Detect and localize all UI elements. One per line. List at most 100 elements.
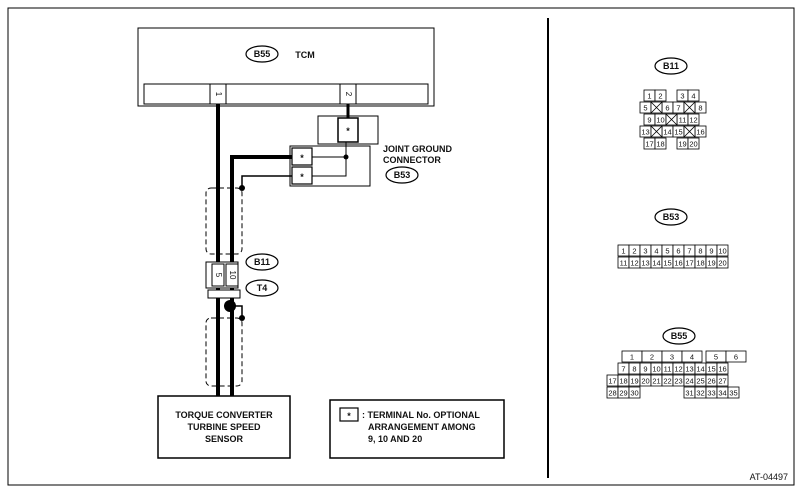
- b55-pin-32-number: 32: [696, 389, 704, 398]
- b11-pin-4-number: 4: [691, 92, 695, 101]
- b55-pin-12-number: 12: [674, 365, 682, 374]
- diagram-frame: [7, 7, 795, 486]
- b55-pin-3-number: 3: [670, 353, 674, 362]
- b11-blank-blank-mark: [665, 113, 678, 126]
- tcm-pin-1: 1: [214, 92, 223, 97]
- shield-upper: [205, 187, 243, 255]
- b55-view-title-oval: [662, 327, 696, 345]
- b53-pin-20-cell: [716, 256, 729, 269]
- terminal-note: * : TERMINAL No. OPTIONAL ARRANGEMENT AM…: [329, 399, 505, 459]
- b55-pin-23-number: 23: [674, 377, 682, 386]
- b55-pin-34-number: 34: [718, 389, 726, 398]
- b53-pin-15-number: 15: [663, 259, 671, 268]
- tcm-badge: B55: [254, 49, 271, 59]
- t4-badge: T4: [257, 283, 268, 293]
- b11-pin-9-number: 9: [647, 116, 651, 125]
- note-line-1: : TERMINAL No. OPTIONAL: [362, 410, 480, 420]
- b53-pin-17-number: 17: [685, 259, 693, 268]
- b53-pin-20-number: 20: [718, 259, 726, 268]
- b53-pin-10-cell: [716, 244, 729, 257]
- b53-pin-8-number: 8: [698, 247, 702, 256]
- note-star: *: [347, 411, 351, 421]
- sensor-label-3: SENSOR: [205, 434, 244, 444]
- b11-pin-1-number: 1: [647, 92, 651, 101]
- b55-pin-33-number: 33: [707, 389, 715, 398]
- b53-pin-16-number: 16: [674, 259, 682, 268]
- b11-pin-2-number: 2: [658, 92, 662, 101]
- b11-pin-18-number: 18: [656, 140, 664, 149]
- b55-pin-22-number: 22: [663, 377, 671, 386]
- shield-splice-top: [239, 185, 245, 191]
- tcm-pin-2: 2: [344, 92, 353, 97]
- b53-view-title: B53: [663, 212, 680, 222]
- b53-pin-1-number: 1: [621, 247, 625, 256]
- sensor-label-2: TURBINE SPEED: [187, 422, 261, 432]
- b11-pin-2-cell: [654, 89, 667, 102]
- b11-view-title-oval: [654, 57, 688, 75]
- b53-pin-12-number: 12: [630, 259, 638, 268]
- inline-pin-10: 10: [228, 271, 237, 280]
- b55-pin-24-number: 24: [685, 377, 693, 386]
- b55-view-title: B55: [671, 331, 688, 341]
- b11-pin-12-cell: [687, 113, 700, 126]
- b53-pin-2-number: 2: [632, 247, 636, 256]
- figure-code: AT-04497: [750, 472, 788, 482]
- sensor-box: [157, 395, 291, 459]
- b55-pin-29-number: 29: [619, 389, 627, 398]
- b55-pin-25-number: 25: [696, 377, 704, 386]
- b11-pin-20-cell: [687, 137, 700, 150]
- b53-pin-3-number: 3: [643, 247, 647, 256]
- b55-pin-10-number: 10: [652, 365, 660, 374]
- b53-pin-6-number: 6: [676, 247, 680, 256]
- b53-pin-14-number: 14: [652, 259, 660, 268]
- b55-pin-28-number: 28: [608, 389, 616, 398]
- b55-pin-27-cell: [716, 374, 729, 387]
- b53-pin-19-number: 19: [707, 259, 715, 268]
- tcm-badge-oval: [245, 45, 279, 63]
- b11-badge: B11: [254, 257, 270, 267]
- b55-pin-18-number: 18: [619, 377, 627, 386]
- b55-pin-13-number: 13: [685, 365, 693, 374]
- b55-pin-14-number: 14: [696, 365, 704, 374]
- b55-pin-31-number: 31: [685, 389, 693, 398]
- b55-pin-30-number: 30: [630, 389, 638, 398]
- b11-pin-14-number: 14: [663, 128, 671, 137]
- b55-pin-17-number: 17: [608, 377, 616, 386]
- joint-label-1: JOINT GROUND: [383, 144, 453, 154]
- b11-pin-12-number: 12: [689, 116, 697, 125]
- joint-badge-oval: [385, 166, 419, 184]
- b53-pin-7-number: 7: [687, 247, 691, 256]
- b55-pin-7-number: 7: [621, 365, 625, 374]
- b11-pin-13-number: 13: [641, 128, 649, 137]
- b11-pin-10-number: 10: [656, 116, 664, 125]
- b11-blank-blank-mark: [683, 101, 696, 114]
- b11-blank-blank-mark: [650, 125, 663, 138]
- b11-pin-20-number: 20: [689, 140, 697, 149]
- b53-pin-9-number: 9: [709, 247, 713, 256]
- joint-lower-star-top: *: [300, 153, 304, 163]
- joint-ground-connector: * * * JOINT GROUND CONNECTOR B53: [289, 115, 453, 187]
- b53-pin-18-number: 18: [696, 259, 704, 268]
- note-line-2: ARRANGEMENT AMONG: [368, 422, 476, 432]
- b53-view-title-oval: [654, 208, 688, 226]
- b11-pin-19-number: 19: [678, 140, 686, 149]
- b55-pin-15-number: 15: [707, 365, 715, 374]
- note-box: [329, 399, 505, 459]
- b11-pin-4-cell: [687, 89, 700, 102]
- b55-pin-16-number: 16: [718, 365, 726, 374]
- note-line-3: 9, 10 AND 20: [368, 434, 422, 444]
- b55-pin-2-number: 2: [650, 353, 654, 362]
- turbine-speed-sensor: TORQUE CONVERTER TURBINE SPEED SENSOR: [157, 395, 291, 459]
- b55-pin-5-number: 5: [714, 353, 718, 362]
- joint-upper-star: *: [346, 126, 350, 136]
- b11-pin-8-number: 8: [698, 104, 702, 113]
- b11-pin-18-cell: [654, 137, 667, 150]
- tcm-label: TCM: [295, 50, 315, 60]
- b11-pin-16-number: 16: [696, 128, 704, 137]
- joint-bus-line: [312, 156, 347, 177]
- b11-pin-15-number: 15: [674, 128, 682, 137]
- b53-pin-4-number: 4: [654, 247, 658, 256]
- b53-pin-13-number: 13: [641, 259, 649, 268]
- wire-shield: [241, 175, 292, 188]
